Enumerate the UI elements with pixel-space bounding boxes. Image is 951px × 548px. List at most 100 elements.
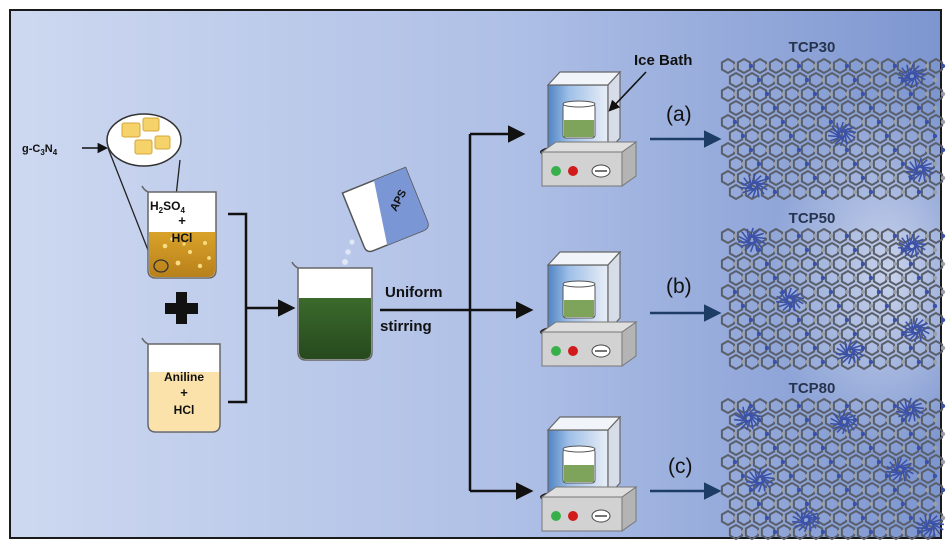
ring	[816, 425, 832, 443]
ring	[912, 453, 928, 471]
ring	[872, 325, 888, 343]
ring	[896, 227, 912, 245]
atom	[772, 77, 778, 83]
atom	[820, 105, 826, 111]
ice-bath-pointer	[608, 71, 647, 112]
ring	[736, 283, 752, 301]
ring	[848, 425, 864, 443]
ring	[848, 453, 864, 471]
atom	[900, 501, 906, 507]
atom	[852, 105, 858, 111]
ring	[776, 353, 792, 371]
ring	[928, 227, 944, 245]
ring	[928, 339, 944, 357]
ring	[896, 509, 912, 527]
ring	[736, 311, 752, 329]
ring	[768, 141, 784, 159]
ring	[896, 425, 912, 443]
atom	[860, 459, 866, 465]
atom	[892, 487, 898, 493]
atom	[796, 63, 802, 69]
atom	[844, 515, 850, 521]
atom	[852, 161, 858, 167]
ring	[872, 297, 888, 315]
ring	[816, 509, 832, 527]
atom	[932, 247, 938, 253]
ring	[792, 241, 808, 259]
atom	[764, 459, 770, 465]
atom	[812, 261, 818, 267]
ring	[896, 141, 912, 159]
atom	[836, 501, 842, 507]
atom	[876, 119, 882, 125]
atom	[780, 487, 786, 493]
ring	[768, 57, 784, 75]
ring	[816, 397, 832, 415]
atom	[732, 289, 738, 295]
atom	[924, 289, 930, 295]
atom	[812, 233, 818, 239]
atom	[924, 487, 930, 493]
ring	[792, 269, 808, 287]
blue-cluster	[898, 63, 926, 89]
ring	[792, 353, 808, 371]
atom	[868, 247, 874, 253]
ring	[816, 141, 832, 159]
ring	[776, 467, 792, 485]
ring	[912, 425, 928, 443]
ring	[792, 467, 808, 485]
blue-cluster	[830, 409, 858, 435]
ring	[744, 155, 760, 173]
ring	[824, 269, 840, 287]
atom	[924, 317, 930, 323]
ring	[760, 495, 776, 513]
ring	[920, 269, 936, 287]
atom	[732, 91, 738, 97]
ring	[872, 127, 888, 145]
ring	[768, 113, 784, 131]
stirring-label-1: Uniform	[385, 284, 443, 301]
ring	[808, 411, 824, 429]
ring	[920, 495, 936, 513]
ring	[880, 169, 896, 187]
atom	[932, 161, 938, 167]
atom	[812, 175, 818, 181]
ring	[768, 509, 784, 527]
ring	[784, 227, 800, 245]
ring	[760, 183, 776, 201]
ring	[920, 127, 936, 145]
atom	[772, 529, 778, 535]
atom	[892, 233, 898, 239]
atom	[924, 63, 930, 69]
ring	[800, 425, 816, 443]
ring	[760, 297, 776, 315]
ring	[768, 283, 784, 301]
atom	[924, 119, 930, 125]
ring	[744, 71, 760, 89]
atom	[852, 501, 858, 507]
atom	[756, 331, 762, 337]
atom	[780, 63, 786, 69]
ring	[800, 227, 816, 245]
ring	[928, 141, 944, 159]
atom	[940, 515, 946, 521]
atom	[732, 175, 738, 181]
atom	[796, 119, 802, 125]
ring	[776, 269, 792, 287]
atom	[884, 529, 890, 535]
ring	[728, 297, 744, 315]
ring	[864, 311, 880, 329]
atom	[884, 445, 890, 451]
atom	[924, 91, 930, 97]
ring	[808, 467, 824, 485]
ring	[776, 439, 792, 457]
atom	[788, 445, 794, 451]
ring	[848, 509, 864, 527]
atom	[884, 417, 890, 423]
atom	[868, 275, 874, 281]
ring	[792, 127, 808, 145]
atom	[820, 303, 826, 309]
atom	[900, 445, 906, 451]
atom	[884, 473, 890, 479]
atom	[860, 345, 866, 351]
